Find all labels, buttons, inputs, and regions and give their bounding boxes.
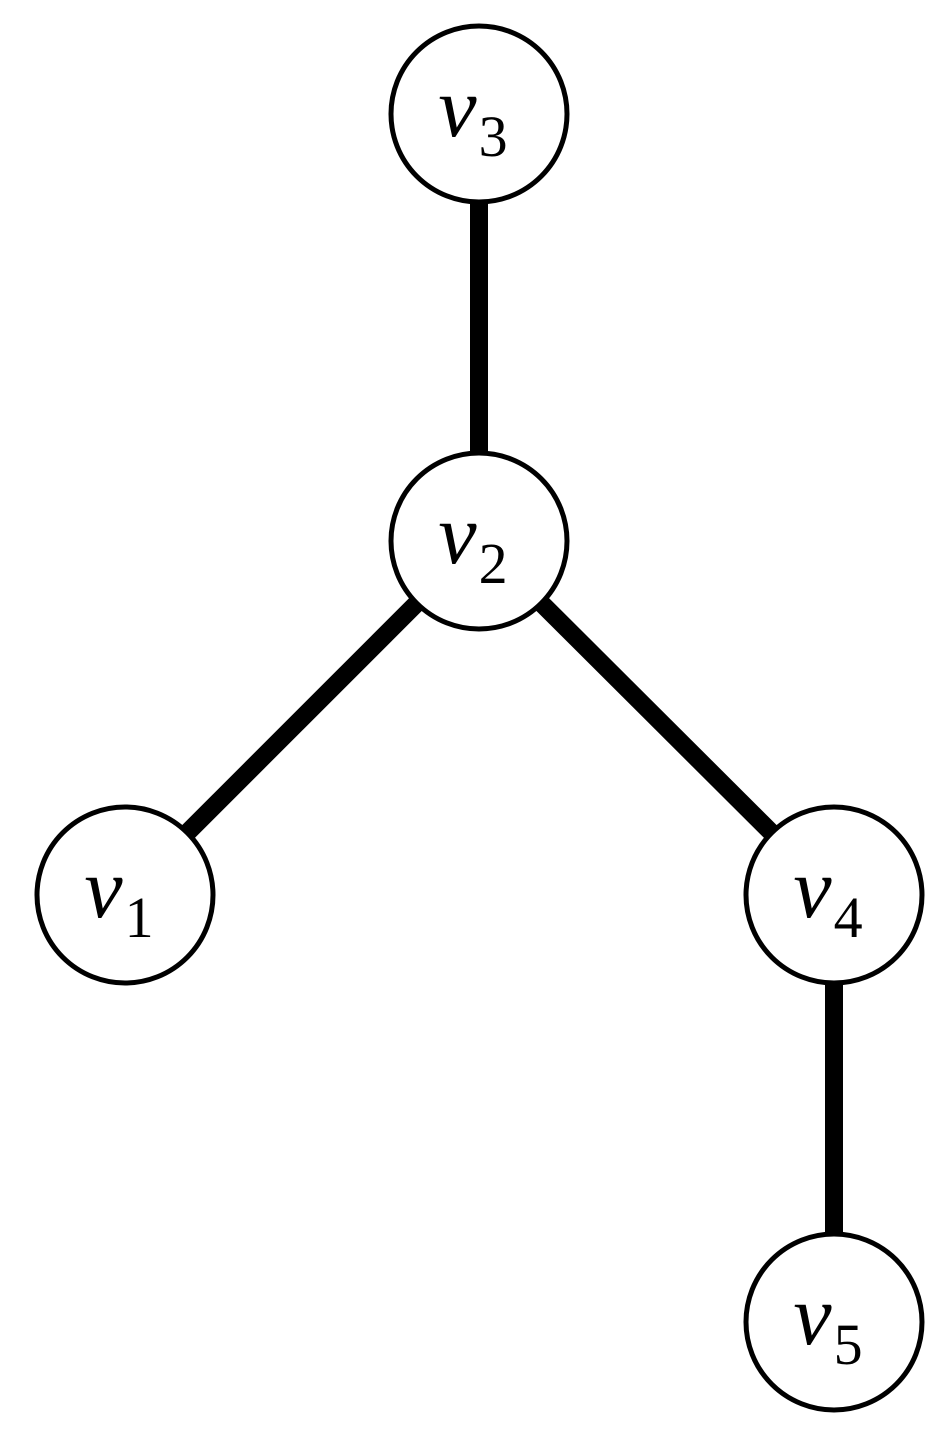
- graph-node-circle-v1: [34, 804, 216, 986]
- graph-node-label-v4: v4: [793, 840, 862, 950]
- graph-node-label-base-v5: v: [793, 1267, 832, 1363]
- graph-node-label-v5: v5: [793, 1267, 862, 1377]
- graph-node-v5[interactable]: v5: [743, 1231, 925, 1413]
- graph-node-label-v3: v3: [438, 59, 507, 169]
- graph-node-label-base-v3: v: [438, 59, 477, 155]
- graph-node-label-v1: v1: [84, 840, 153, 950]
- graph-node-circle-v3: [388, 23, 570, 205]
- edges-layer: [118, 114, 843, 1322]
- graph-node-label-base-v2: v: [438, 486, 477, 582]
- graph-node-label-subscript-v4: 4: [834, 885, 863, 950]
- graph-node-v3[interactable]: v3: [388, 23, 570, 205]
- graph-node-v4[interactable]: v4: [743, 804, 925, 986]
- graph-node-label-base-v1: v: [84, 840, 123, 936]
- graph-node-label-subscript-v3: 3: [479, 104, 508, 169]
- graph-node-circle-v5: [743, 1231, 925, 1413]
- graph-node-v2[interactable]: v2: [388, 450, 570, 632]
- graph-node-v1[interactable]: v1: [34, 804, 216, 986]
- graph-node-label-v2: v2: [438, 486, 507, 596]
- graph-node-label-subscript-v5: 5: [834, 1312, 863, 1377]
- graph-node-label-subscript-v1: 1: [125, 885, 154, 950]
- graph-node-label-subscript-v2: 2: [479, 531, 508, 596]
- graph-node-circle-v2: [388, 450, 570, 632]
- graph-node-label-base-v4: v: [793, 840, 832, 936]
- graph-node-circle-v4: [743, 804, 925, 986]
